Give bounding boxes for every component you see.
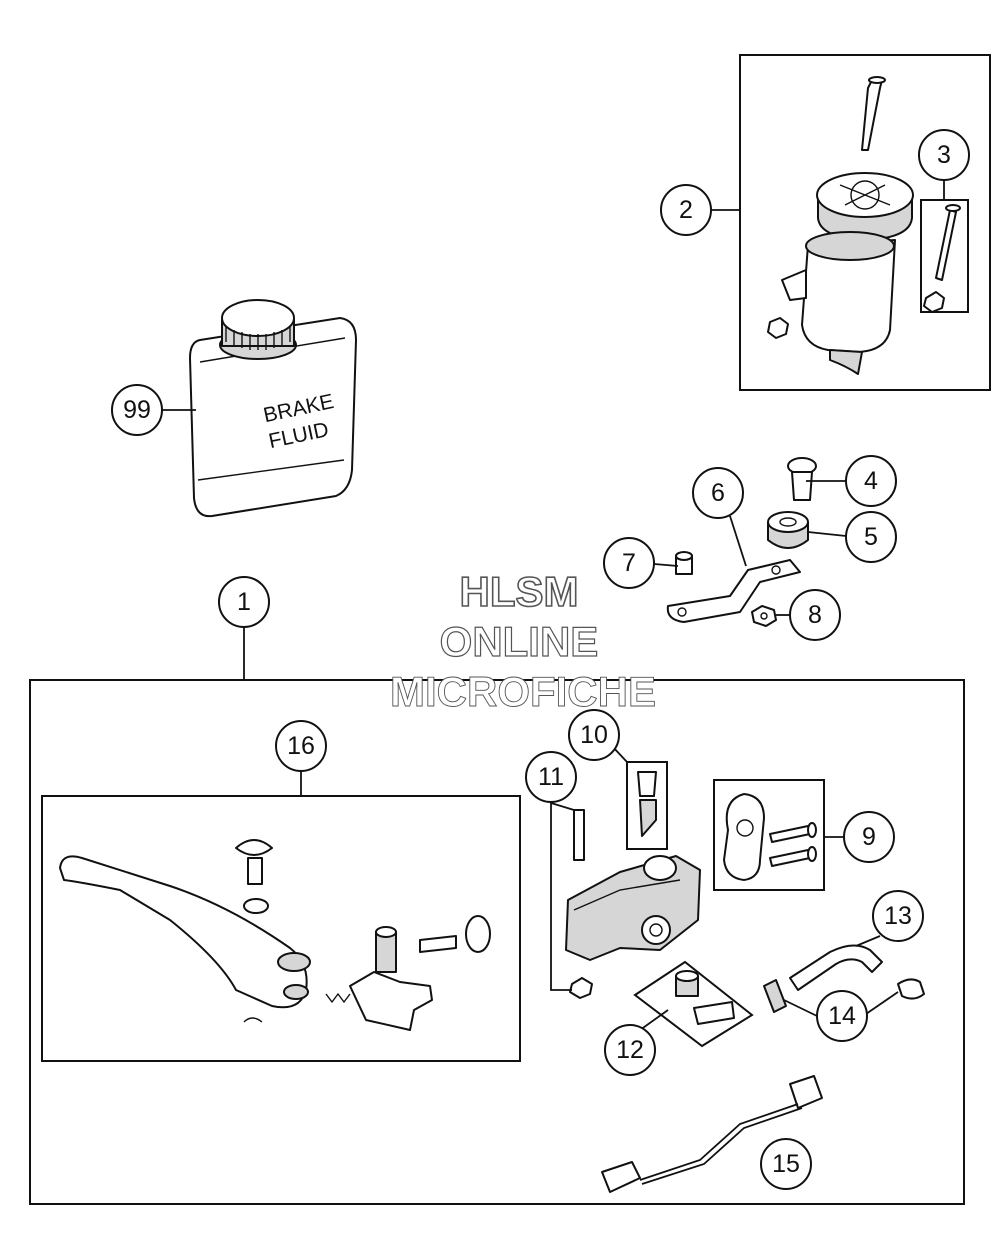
brake-fluid-can: BRAKE FLUID — [189, 299, 357, 518]
bleeder-kit-box — [626, 761, 668, 850]
master-cylinder-group-box — [29, 679, 965, 1205]
callout-11-label: 11 — [538, 763, 564, 791]
callout-6-label: 6 — [711, 479, 725, 507]
callout-7-label: 7 — [622, 549, 636, 577]
callout-13: 13 — [872, 890, 924, 942]
part-11-master-cylinder — [565, 809, 701, 999]
callout-99: 99 — [111, 384, 163, 436]
hose-kit-box — [633, 960, 754, 1048]
callout-9-label: 9 — [862, 823, 876, 851]
callout-10: 10 — [568, 709, 620, 761]
reservoir-group-box — [739, 54, 991, 391]
callout-4: 4 — [845, 455, 897, 507]
reservoir — [767, 76, 914, 375]
callout-5: 5 — [845, 511, 897, 563]
part-12-fitting — [675, 970, 735, 1025]
part-13-hose — [789, 944, 883, 991]
callout-99-label: 99 — [123, 396, 151, 424]
callout-8-label: 8 — [808, 601, 822, 629]
part-15-switch — [601, 1075, 823, 1193]
callout-2: 2 — [660, 184, 712, 236]
watermark-line1: HLSM — [460, 568, 579, 615]
clamp-kit-box — [713, 779, 825, 891]
callout-5-label: 5 — [864, 523, 878, 551]
callout-10-label: 10 — [580, 721, 608, 749]
callout-4-label: 4 — [864, 467, 878, 495]
screw-kit — [923, 204, 961, 313]
part-8-nut — [751, 605, 777, 627]
part-10-bleeder — [637, 771, 657, 837]
lever-group-box — [41, 795, 521, 1062]
callout-1-label: 1 — [237, 588, 251, 616]
callout-12: 12 — [604, 1024, 656, 1076]
leader-lines — [162, 180, 945, 1031]
callout-16-label: 16 — [287, 732, 315, 760]
callout-11: 11 — [525, 751, 577, 803]
callout-3: 3 — [918, 129, 970, 181]
watermark: HLSM ONLINE MICROFICHE — [390, 567, 657, 715]
part-16-lever — [59, 839, 491, 1031]
callout-2-label: 2 — [679, 196, 693, 224]
part-4-screw — [787, 457, 817, 501]
part-14-clips — [763, 978, 925, 1013]
callout-12-label: 12 — [616, 1036, 644, 1064]
watermark-line3: MICROFICHE — [390, 668, 656, 715]
callout-1: 1 — [218, 576, 270, 628]
callout-3-label: 3 — [937, 141, 951, 169]
part-5-rubber — [767, 511, 809, 549]
callout-9: 9 — [843, 811, 895, 863]
part-6-bracket — [666, 559, 801, 623]
callout-15-label: 15 — [772, 1150, 800, 1178]
callout-13-label: 13 — [884, 902, 912, 930]
callout-15: 15 — [760, 1138, 812, 1190]
callout-6: 6 — [692, 467, 744, 519]
part-7-bolt — [675, 551, 693, 575]
watermark-line2: ONLINE — [440, 618, 599, 665]
callout-16: 16 — [275, 720, 327, 772]
callout-14-label: 14 — [828, 1002, 856, 1030]
callout-7: 7 — [603, 537, 655, 589]
part-9-clamp — [723, 793, 817, 881]
callout-8: 8 — [789, 589, 841, 641]
callout-14: 14 — [816, 990, 868, 1042]
